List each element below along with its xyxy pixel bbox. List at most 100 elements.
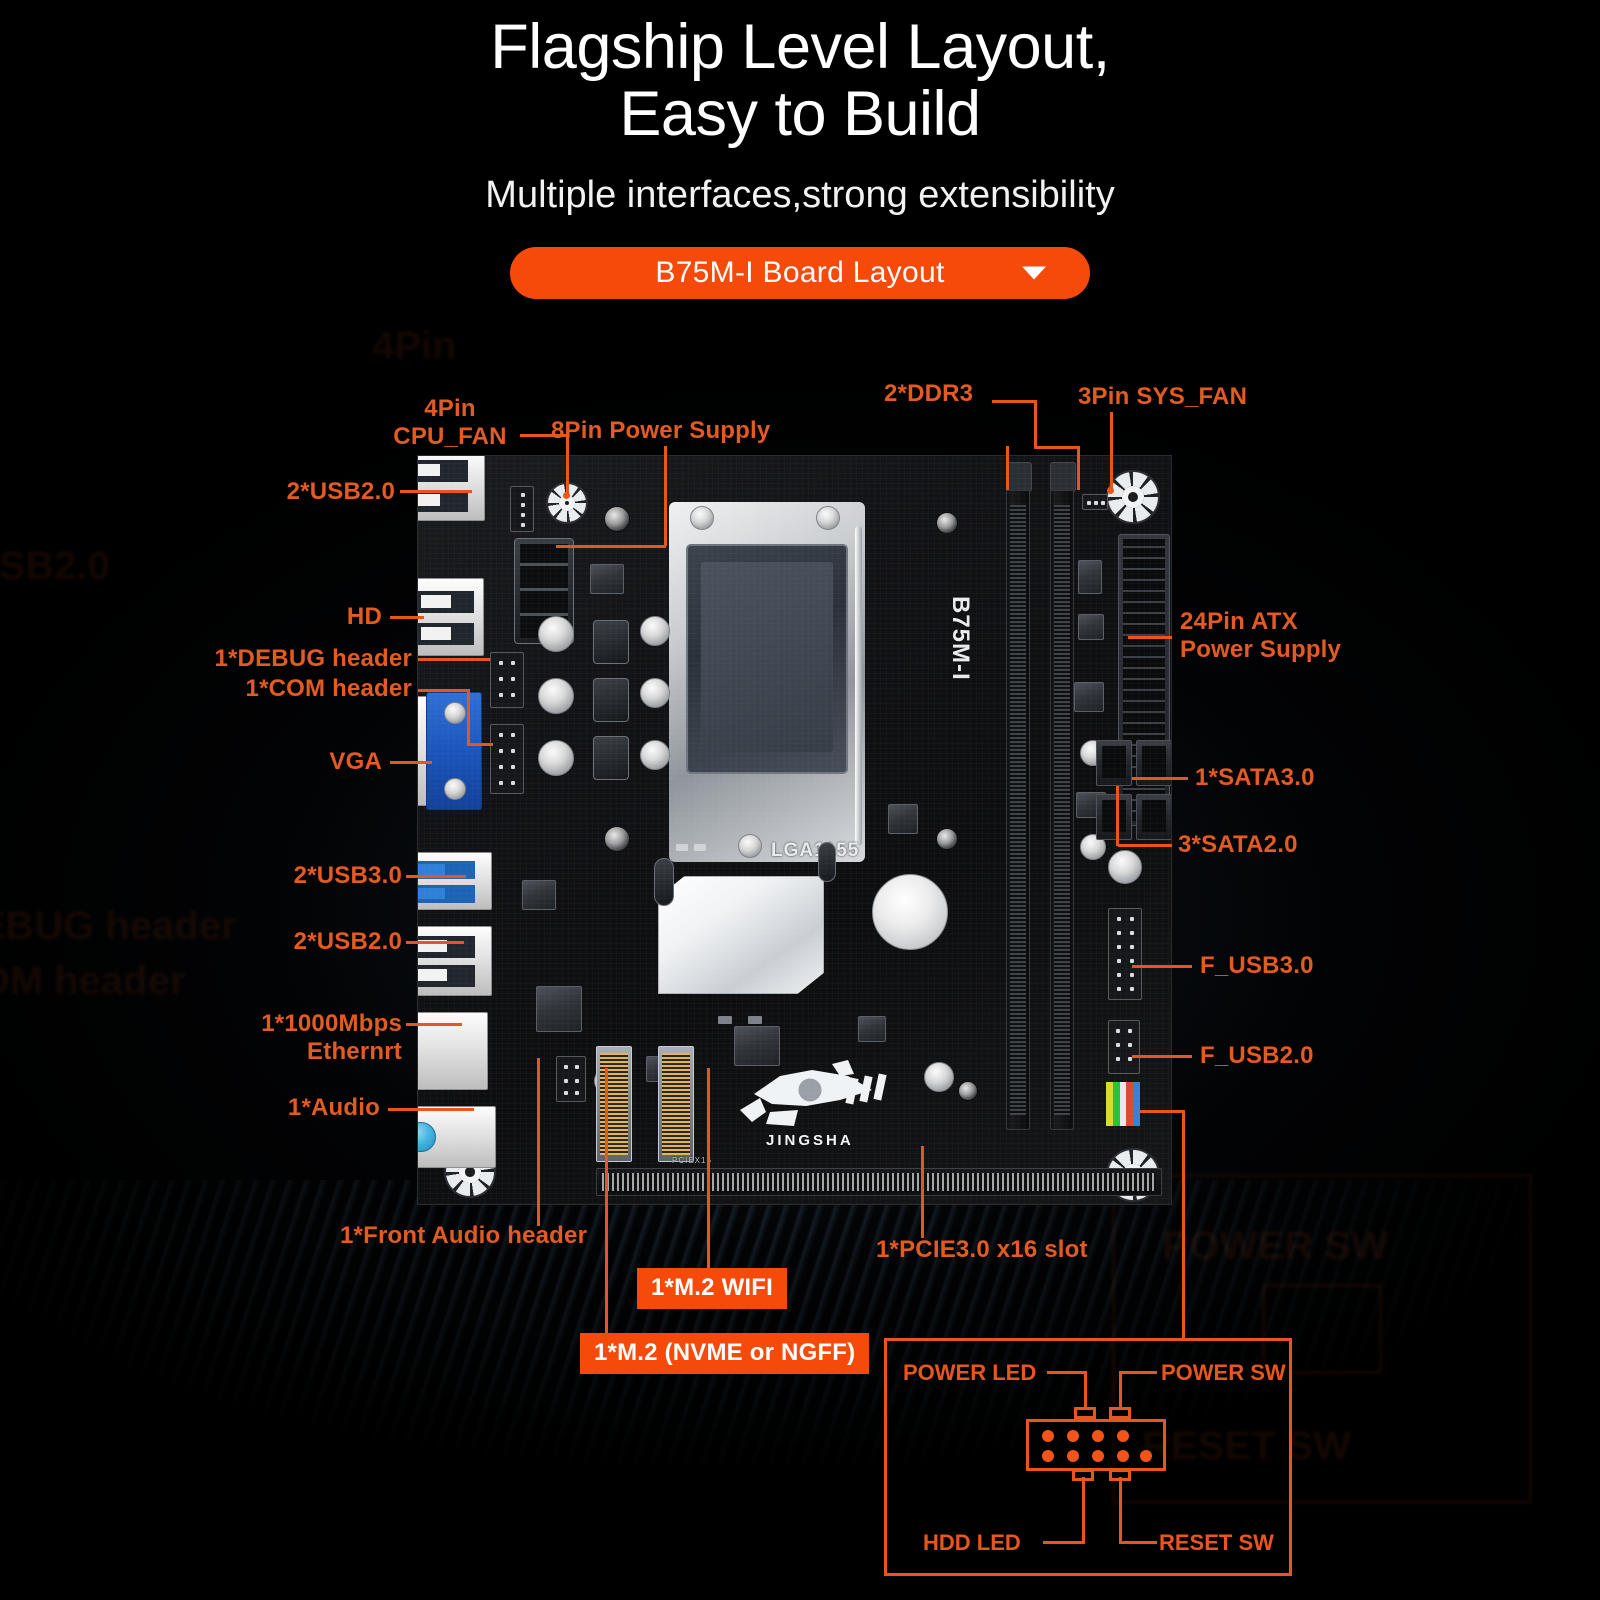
- callout-hd: HD: [346, 603, 382, 630]
- leader-line: [1084, 1371, 1087, 1419]
- fp-pin: [1042, 1430, 1054, 1442]
- smd-component: [718, 1016, 732, 1024]
- leader-line: [406, 941, 464, 944]
- vrm-capacitor: [538, 616, 574, 652]
- vrm-choke: [593, 736, 629, 780]
- fp-hdd-led-label: HDD LED: [923, 1530, 1021, 1555]
- fp-pin: [1067, 1430, 1079, 1442]
- dimm-slot-1: [1006, 490, 1030, 1130]
- leader-line: [406, 875, 466, 878]
- socket-lever: [855, 526, 862, 846]
- mounting-hole: [958, 1081, 978, 1101]
- fp-power-sw-label: POWER SW: [1161, 1360, 1286, 1385]
- leader-line: [566, 434, 569, 496]
- callout-cpu-fan: 4Pin CPU_FAN: [380, 395, 520, 452]
- audio-codec-chip: [536, 986, 582, 1032]
- callout-audio: 1*Audio: [287, 1094, 380, 1121]
- leader-line: [1132, 965, 1192, 968]
- f-usb3-header: [1108, 908, 1142, 1000]
- mounting-rosette: [1106, 470, 1160, 524]
- ic-chip: [1078, 560, 1102, 594]
- ic-chip: [1074, 682, 1104, 712]
- leader-line: [520, 434, 568, 437]
- header-block: Flagship Level Layout, Easy to Build Mul…: [0, 0, 1600, 299]
- callout-vga: VGA: [329, 748, 382, 775]
- sys-fan-header: [1082, 494, 1108, 510]
- silkscreen-socket: LGA1155: [771, 840, 860, 861]
- vrm-choke: [593, 620, 629, 664]
- leader-line: [1132, 777, 1188, 780]
- fp-pin: [1092, 1450, 1104, 1462]
- callout-com-header: 1*COM header: [245, 675, 412, 702]
- leader-line: [664, 446, 667, 546]
- callout-usb3: 2*USB3.0: [293, 862, 402, 889]
- leader-dot: [1107, 487, 1114, 494]
- callout-atx-line1: 24Pin ATX: [1180, 608, 1298, 635]
- socket-screw: [690, 506, 714, 530]
- ghost-label-com: 1*COM header: [0, 959, 186, 1003]
- m2-nvme-slot: [596, 1046, 632, 1162]
- silkscreen-pcie: PCIEX16: [672, 1156, 712, 1165]
- leader-line: [390, 761, 432, 764]
- fp-pin: [1117, 1430, 1129, 1442]
- board-layout-pill-button[interactable]: B75M-I Board Layout: [510, 246, 1090, 299]
- callout-cpu-fan-line1: 4Pin: [424, 395, 476, 422]
- ic-chip: [858, 1016, 886, 1042]
- fp-reset-sw-label: RESET SW: [1159, 1530, 1274, 1555]
- dimm-slot-2: [1050, 490, 1074, 1130]
- shark-logo-icon: [736, 1060, 896, 1140]
- ic-chip: [734, 1026, 780, 1066]
- front-panel-header: [1106, 1082, 1140, 1126]
- callout-pcie: 1*PCIE3.0 x16 slot: [876, 1236, 1088, 1263]
- usb2-port-bottom: [418, 926, 492, 996]
- page-title: Flagship Level Layout, Easy to Build: [0, 0, 1600, 148]
- callout-ethernet-line1: 1*1000Mbps: [261, 1010, 402, 1037]
- leader-line: [1034, 446, 1080, 449]
- socket-screw: [816, 506, 840, 530]
- leader-line: [1119, 1541, 1157, 1544]
- ghost-label-power-sw: POWER SW: [1162, 1224, 1389, 1268]
- com-header: [490, 724, 524, 794]
- front-panel-legend-box: POWER LED POWER SW HDD LED RESET SW: [884, 1338, 1292, 1576]
- leader-line: [1128, 636, 1172, 639]
- vrm-capacitor: [640, 740, 670, 770]
- leader-line: [1110, 412, 1113, 490]
- callout-atx-line2: Power Supply: [1180, 636, 1342, 664]
- hdmi-port: [418, 578, 484, 656]
- motherboard-image: LGA1155 B75M-I: [417, 455, 1172, 1205]
- fp-power-led-label: POWER LED: [903, 1360, 1037, 1385]
- dimm-clip: [1006, 462, 1032, 492]
- vga-screw: [444, 702, 466, 724]
- background-diagonal-pattern: [0, 1180, 1600, 1600]
- smd-component: [748, 1016, 762, 1024]
- usb2-port-top: [418, 456, 485, 521]
- front-audio-header: [556, 1056, 586, 1102]
- callout-m2-nvme: 1*M.2 (NVME or NGFF): [580, 1333, 870, 1375]
- fp-pin: [1042, 1450, 1054, 1462]
- capacitor: [1108, 850, 1142, 884]
- callout-8pin-power: 8Pin Power Supply: [551, 417, 771, 444]
- leader-line: [921, 1146, 924, 1238]
- fp-notch: [1109, 1407, 1131, 1419]
- fp-pin: [1067, 1450, 1079, 1462]
- leader-line: [1119, 1371, 1122, 1419]
- leader-dot: [563, 492, 570, 499]
- callout-f-usb2: F_USB2.0: [1200, 1042, 1314, 1069]
- smd-component: [676, 844, 688, 851]
- leader-line-front-panel: [1140, 1110, 1185, 1113]
- sata2-port: [1096, 794, 1132, 840]
- leader-line: [556, 545, 666, 548]
- chevron-down-icon: [1022, 266, 1046, 280]
- leader-line: [467, 743, 493, 746]
- smd-component: [694, 844, 706, 851]
- leader-line: [1132, 1055, 1192, 1058]
- vrm-chip: [590, 564, 624, 594]
- board-layout-pill-label: B75M-I Board Layout: [655, 255, 945, 289]
- leader-line: [406, 1023, 462, 1026]
- callout-usb2-top: 2*USB2.0: [286, 478, 395, 505]
- mounting-hole: [604, 506, 630, 532]
- vrm-capacitor: [538, 740, 574, 776]
- callout-ethernet-line2: Ethernrt: [307, 1038, 402, 1066]
- callout-usb2-bottom: 2*USB2.0: [293, 928, 402, 955]
